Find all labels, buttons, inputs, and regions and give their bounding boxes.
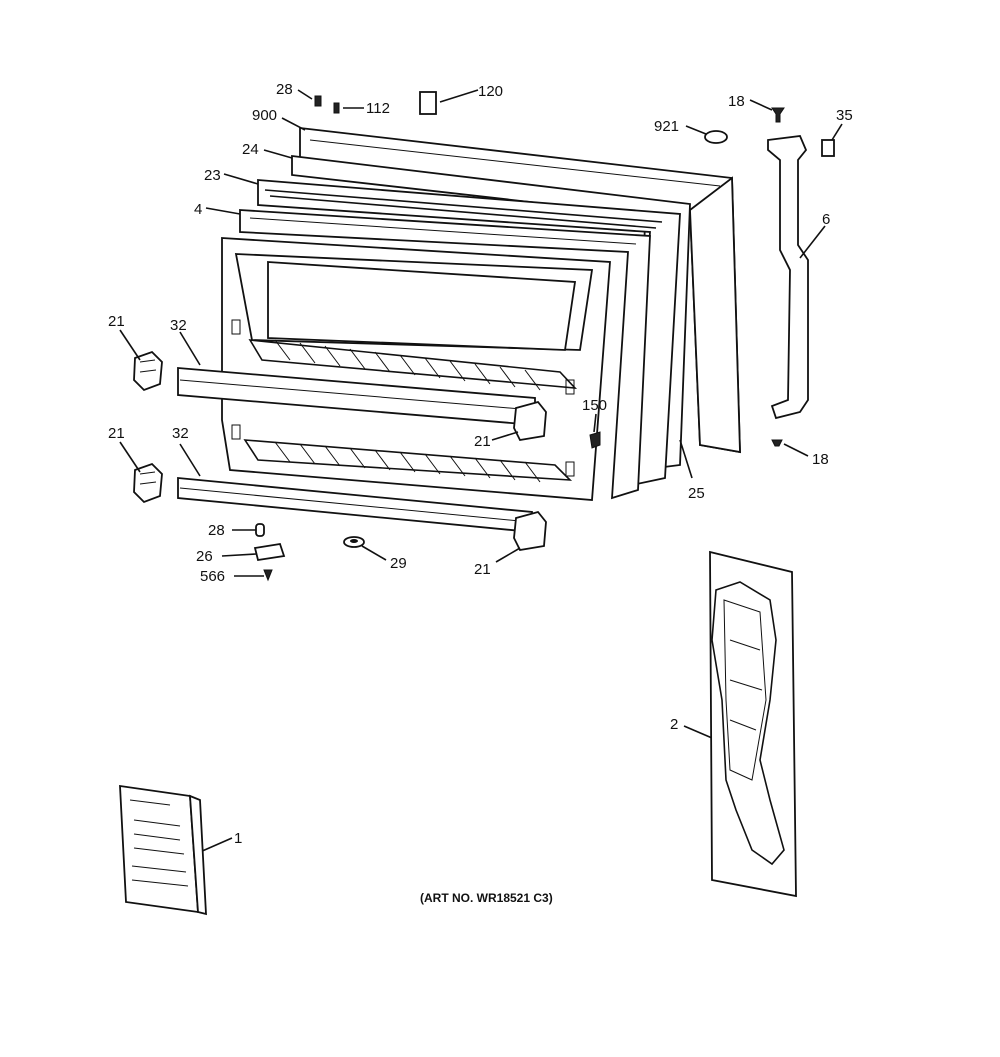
bracket-26 [253,542,286,562]
end-cap-right-lower [513,510,547,551]
callout-21-lower-left: 21 [108,425,125,442]
callout-labels: 28 112 120 900 24 23 4 921 18 35 6 21 32… [108,81,853,905]
callout-2: 2 [670,716,678,733]
callout-26: 26 [196,548,213,565]
cap-35 [821,139,835,157]
callout-21-upper-left: 21 [108,313,125,330]
callout-566: 566 [200,568,225,585]
callout-18-bottom: 18 [812,451,829,468]
callout-1: 1 [234,830,242,847]
callout-18-top: 18 [728,93,745,110]
callout-900: 900 [252,107,277,124]
callout-35: 35 [836,107,853,124]
callout-32-lower: 32 [172,425,189,442]
screw-28-top [314,95,322,107]
screw-112 [333,102,340,114]
door-handle [767,135,809,420]
callout-921: 921 [654,118,679,135]
callout-112: 112 [366,100,390,117]
callout-6: 6 [822,211,830,228]
callout-28-lower: 28 [208,522,225,539]
callout-150: 150 [582,397,607,414]
bumper-29 [343,536,365,548]
end-cap-left-lower [133,462,163,504]
callout-120: 120 [478,83,503,100]
callout-23: 23 [204,167,221,184]
callout-25: 25 [688,485,705,502]
door-back-panel [709,550,797,898]
spacer-28-lower [255,523,265,537]
callout-21-lower-right: 21 [474,561,491,578]
leader-lines [119,89,843,853]
screw-566 [263,569,273,582]
block-120 [419,91,437,115]
callout-21-upper-right: 21 [474,433,491,450]
callout-32-upper: 32 [170,317,187,334]
end-cap-left-upper [133,350,163,392]
door-gasket-frames [239,154,691,500]
callout-24: 24 [242,141,259,158]
screw-18-bottom [771,439,783,447]
instruction-manual [119,784,207,916]
door-inner-liner [221,237,611,501]
clip-150 [589,431,601,449]
callout-4: 4 [194,201,202,218]
callout-28-top: 28 [276,81,293,98]
plug-921 [704,130,728,144]
screw-18-top [771,107,785,123]
end-cap-right-upper [513,400,547,441]
callout-29: 29 [390,555,407,572]
art-number-caption: (ART NO. WR18521 C3) [420,891,553,905]
